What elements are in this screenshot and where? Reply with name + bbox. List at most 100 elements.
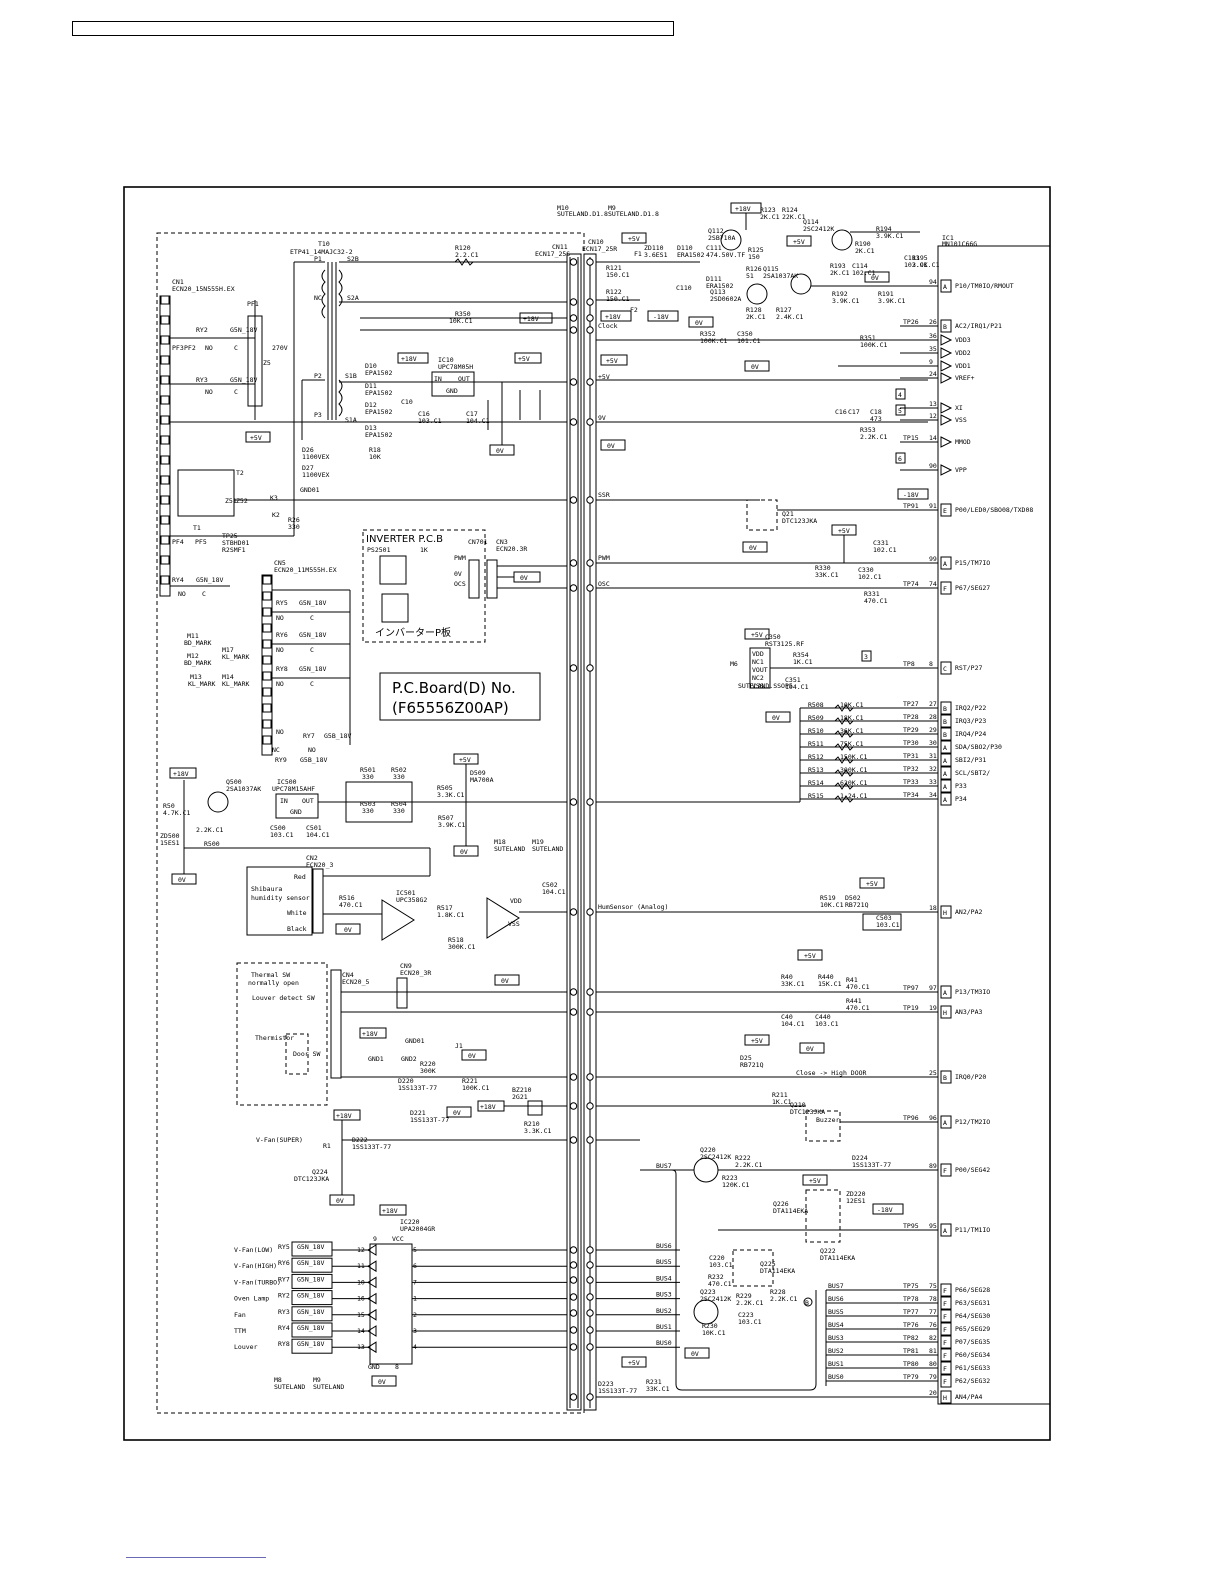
svg-text:HumSensor (Analog): HumSensor (Analog) bbox=[598, 903, 668, 911]
svg-text:300K: 300K bbox=[420, 1067, 436, 1075]
ic1-testpoint: TP81 bbox=[903, 1347, 919, 1355]
svg-text:-18V: -18V bbox=[877, 1206, 893, 1214]
svg-text:F2: F2 bbox=[630, 306, 638, 314]
ic1-pin-number: 74 bbox=[929, 580, 937, 588]
cn5-pin bbox=[262, 607, 272, 617]
svg-text:C114: C114 bbox=[852, 262, 868, 270]
svg-text:1SS133T-77: 1SS133T-77 bbox=[398, 1084, 437, 1092]
svg-text:0V: 0V bbox=[336, 1197, 344, 1205]
ic1-pin-box-letter: E bbox=[943, 507, 947, 515]
svg-text:DTC123JKA: DTC123JKA bbox=[790, 1108, 825, 1116]
svg-text:VCC: VCC bbox=[392, 1235, 404, 1243]
driver-relay-ref: RY7 bbox=[278, 1275, 290, 1283]
ic1-pin-box-letter: A bbox=[943, 744, 947, 752]
ic1-pin-label: VDD2 bbox=[955, 349, 971, 357]
svg-text:IC10: IC10 bbox=[438, 356, 454, 364]
ic1-pin-box-letter: F bbox=[943, 1378, 947, 1386]
ic1-testpoint: TP30 bbox=[903, 739, 919, 747]
svg-text:C10: C10 bbox=[401, 398, 413, 406]
svg-text:+18V: +18V bbox=[336, 1112, 352, 1120]
svg-text:NC: NC bbox=[314, 294, 322, 302]
svg-text:RY4: RY4 bbox=[172, 576, 184, 584]
svg-text:1K: 1K bbox=[420, 546, 428, 554]
svg-text:R128: R128 bbox=[746, 306, 762, 314]
svg-text:150.C1: 150.C1 bbox=[606, 295, 630, 303]
driver-relay-box bbox=[291, 1273, 333, 1289]
cn1-pin bbox=[160, 335, 170, 345]
relay-section-left: RY2 G5N_18V NO C RY3 G5N_18V NO C PF3 PF… bbox=[170, 300, 567, 598]
ic1-pin-box-letter: B bbox=[943, 1074, 947, 1082]
ladder-resistor-ref: R508 bbox=[808, 701, 824, 709]
ic1-testpoint: TP78 bbox=[903, 1295, 919, 1303]
header-box bbox=[72, 21, 674, 36]
svg-text:RY6: RY6 bbox=[276, 631, 288, 639]
ic1-pin-label: VREF+ bbox=[955, 374, 975, 382]
svg-text:R502: R502 bbox=[391, 766, 407, 774]
ic1-pin-box-letter: B bbox=[943, 731, 947, 739]
svg-text:R330: R330 bbox=[815, 564, 831, 572]
svg-text:IC220: IC220 bbox=[400, 1218, 420, 1226]
svg-text:+5V: +5V bbox=[250, 434, 262, 442]
ic1-pin-box bbox=[940, 503, 952, 517]
svg-text:ECN20.3R: ECN20.3R bbox=[496, 545, 527, 553]
bus-pin bbox=[569, 1343, 578, 1351]
svg-text:M10: M10 bbox=[557, 204, 569, 212]
ic1-pin-box bbox=[940, 905, 952, 919]
ic1-pin-number: 13 bbox=[929, 400, 937, 408]
svg-text:D10: D10 bbox=[365, 362, 377, 370]
svg-text:R191: R191 bbox=[878, 290, 894, 298]
bus-pin bbox=[569, 326, 578, 334]
svg-text:B: B bbox=[805, 1299, 809, 1307]
svg-text:0V: 0V bbox=[454, 570, 462, 578]
svg-text:UPC78M15AHF: UPC78M15AHF bbox=[272, 785, 315, 793]
cn5-pin bbox=[262, 735, 272, 745]
ic1-pin-label: IRQ2/P22 bbox=[955, 704, 986, 712]
ic1-pin-box bbox=[940, 1296, 952, 1310]
ic1-pin-number: 36 bbox=[929, 332, 937, 340]
ic1-pin-number: 29 bbox=[929, 726, 937, 734]
svg-text:0V: 0V bbox=[178, 876, 186, 884]
svg-text:4.7K.C1: 4.7K.C1 bbox=[163, 809, 190, 817]
ladder-resistor-ref: R515 bbox=[808, 792, 824, 800]
ic1-pin-number: 19 bbox=[929, 1004, 937, 1012]
svg-text:KL_MARK: KL_MARK bbox=[222, 680, 249, 688]
svg-text:2.4K.C1: 2.4K.C1 bbox=[776, 313, 803, 321]
driver-load-name: V-Fan(LOW) bbox=[234, 1246, 273, 1254]
svg-text:51: 51 bbox=[746, 272, 754, 280]
driver-buffer bbox=[367, 1260, 377, 1273]
svg-text:R192: R192 bbox=[832, 290, 848, 298]
svg-text:VSS: VSS bbox=[508, 920, 520, 928]
ic1-pin-label: P00/LED0/SBO08/TXD08 bbox=[955, 506, 1033, 514]
svg-text:GND01: GND01 bbox=[405, 1037, 425, 1045]
humidity-sensor: CN2 ECN20_3 Shibaura humidity sensor Red… bbox=[246, 838, 567, 986]
bus-pin bbox=[569, 378, 578, 386]
svg-text:+5V: +5V bbox=[459, 756, 471, 764]
svg-text:C: C bbox=[310, 680, 314, 688]
ic1-pin-box-letter: A bbox=[943, 1119, 947, 1127]
svg-text:R210: R210 bbox=[524, 1120, 540, 1128]
svg-text:K2: K2 bbox=[272, 511, 280, 519]
driver-load-name: Louver bbox=[234, 1343, 258, 1351]
ic1-chip: IC1 MN101C66G bbox=[937, 234, 1051, 1405]
bus-pin bbox=[569, 1309, 578, 1317]
cn1-pin bbox=[160, 355, 170, 365]
inverter-pcb: INVERTER P.C.B PS2501 1K PWM 0V OCS インバー… bbox=[362, 529, 567, 643]
svg-text:CN10: CN10 bbox=[588, 238, 604, 246]
bus-connector-cn10 bbox=[583, 253, 597, 1411]
svg-text:Q210: Q210 bbox=[790, 1101, 806, 1109]
ic1-pin-box bbox=[940, 1163, 952, 1177]
svg-text:D111: D111 bbox=[706, 275, 722, 283]
svg-text:NO: NO bbox=[276, 680, 284, 688]
svg-text:10K: 10K bbox=[369, 453, 381, 461]
cn5-pin bbox=[262, 591, 272, 601]
ic1-pin-box-letter: F bbox=[943, 1300, 947, 1308]
cn1-pins bbox=[160, 295, 170, 585]
bus-pin bbox=[586, 988, 594, 996]
svg-text:3.9K.C1: 3.9K.C1 bbox=[438, 821, 465, 829]
svg-text:M9: M9 bbox=[313, 1376, 321, 1384]
svg-text:3.9K.C1: 3.9K.C1 bbox=[912, 261, 939, 269]
ic1-pin-number: 90 bbox=[929, 462, 937, 470]
